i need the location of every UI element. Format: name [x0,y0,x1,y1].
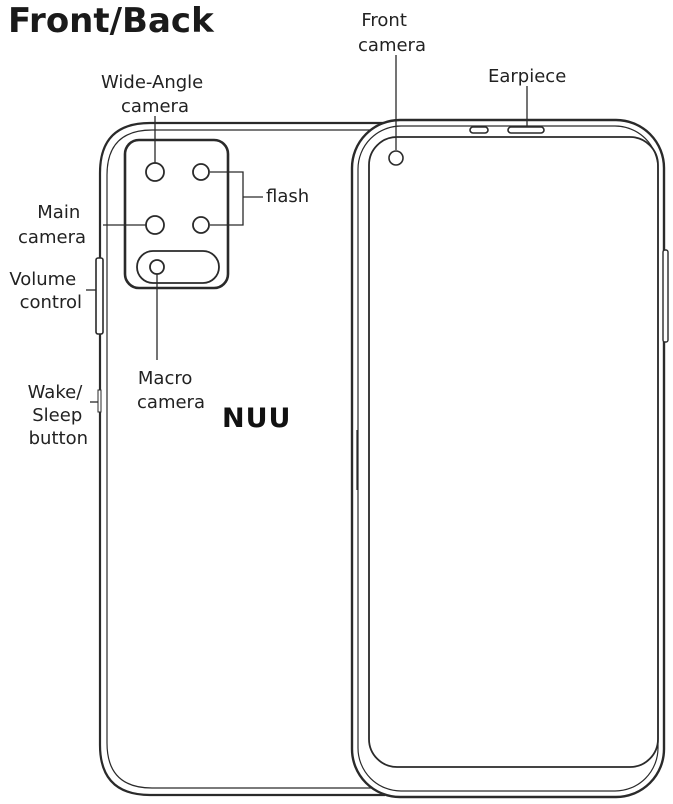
front-camera-label: Front camera [358,10,426,56]
volume-control-label: Volume control [9,269,82,313]
right-side-button [662,249,669,343]
macro-lens [149,259,165,275]
camera-module [123,138,230,290]
earpiece-label: Earpiece [488,66,566,87]
main-camera-label: Main camera [18,202,86,248]
wide-angle-label: Wide-Angle camera [101,72,209,117]
screen [368,136,659,768]
wake-sleep-button-edge [97,389,102,413]
callout-lines [86,55,528,403]
earpiece-slot [469,126,489,134]
wake-sleep-label: Wake/ Sleep button [28,382,88,449]
macro-camera-label: Macro camera [137,368,205,413]
earpiece-grille [507,126,545,134]
main-lens [145,215,165,235]
flash-top [192,163,210,181]
volume-button [95,257,104,335]
flash-bottom [192,216,210,234]
phone-front [350,118,669,799]
brand-logo: NUU [222,403,291,434]
flash-label: flash [266,186,309,207]
front-camera-lens [388,150,404,166]
phone-back [98,121,385,797]
wide-angle-lens [145,162,165,182]
page-title: Front/Back [8,1,215,41]
